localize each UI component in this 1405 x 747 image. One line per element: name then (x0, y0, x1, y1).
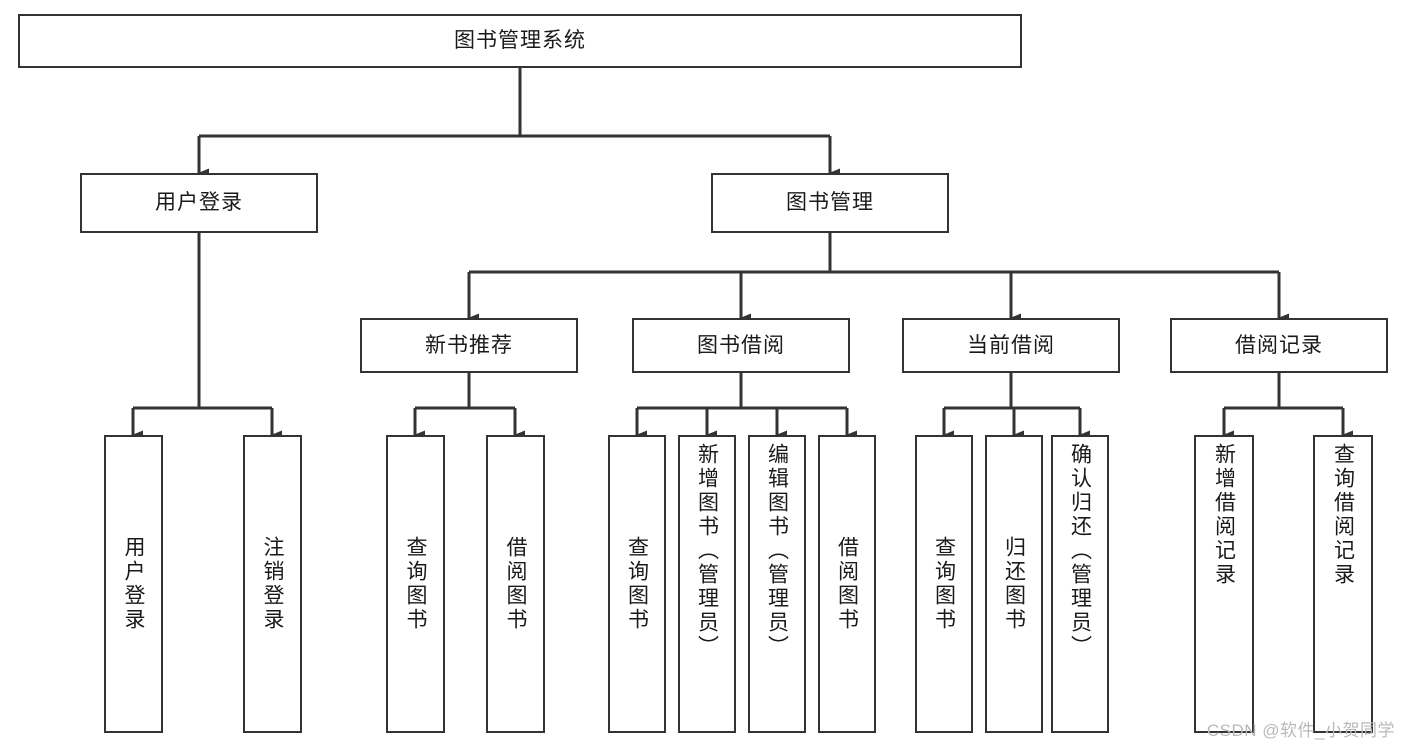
node-label: 借阅图书 (835, 536, 859, 632)
node-leaf-borrow-query[interactable]: 查询图书 (608, 435, 666, 733)
node-leaf-rec-query[interactable]: 查询图书 (386, 435, 445, 733)
node-leaf-user-login[interactable]: 用户登录 (104, 435, 163, 733)
node-leaf-logout[interactable]: 注销登录 (243, 435, 302, 733)
node-label: 新增图书（管理员） (695, 443, 719, 659)
node-label: 编辑图书（管理员） (765, 443, 789, 659)
node-label: 图书管理系统 (454, 29, 586, 53)
node-label: 查询借阅记录 (1331, 443, 1355, 587)
node-label: 查询图书 (932, 536, 956, 632)
node-label: 查询图书 (404, 536, 428, 632)
node-borrow-record[interactable]: 借阅记录 (1170, 318, 1388, 373)
node-label: 注销登录 (261, 536, 285, 632)
node-label: 用户登录 (155, 191, 243, 215)
node-leaf-borrow-edit[interactable]: 编辑图书（管理员） (748, 435, 806, 733)
node-label: 归还图书 (1002, 536, 1026, 632)
node-label: 用户登录 (122, 536, 146, 632)
node-new-book-rec[interactable]: 新书推荐 (360, 318, 578, 373)
node-label: 新增借阅记录 (1212, 443, 1236, 587)
node-user-login[interactable]: 用户登录 (80, 173, 318, 233)
node-label: 借阅记录 (1235, 333, 1323, 357)
connector-lines (131, 68, 1353, 440)
node-leaf-rec-add[interactable]: 新增借阅记录 (1194, 435, 1254, 733)
node-leaf-borrow-add[interactable]: 新增图书（管理员） (678, 435, 736, 733)
node-label: 新书推荐 (425, 333, 513, 357)
node-leaf-cur-return[interactable]: 归还图书 (985, 435, 1043, 733)
node-root[interactable]: 图书管理系统 (18, 14, 1022, 68)
node-book-borrow[interactable]: 图书借阅 (632, 318, 850, 373)
node-leaf-rec-borrow[interactable]: 借阅图书 (486, 435, 545, 733)
node-leaf-cur-query[interactable]: 查询图书 (915, 435, 973, 733)
node-label: 当前借阅 (967, 333, 1055, 357)
node-leaf-borrow-do[interactable]: 借阅图书 (818, 435, 876, 733)
node-leaf-rec-search[interactable]: 查询借阅记录 (1313, 435, 1373, 733)
node-label: 借阅图书 (504, 536, 528, 632)
node-label: 图书管理 (786, 191, 874, 215)
node-label: 图书借阅 (697, 333, 785, 357)
node-label: 查询图书 (625, 536, 649, 632)
node-leaf-cur-confirm[interactable]: 确认归还（管理员） (1051, 435, 1109, 733)
node-label: 确认归还（管理员） (1068, 443, 1092, 659)
node-current-borrow[interactable]: 当前借阅 (902, 318, 1120, 373)
node-book-manage[interactable]: 图书管理 (711, 173, 949, 233)
